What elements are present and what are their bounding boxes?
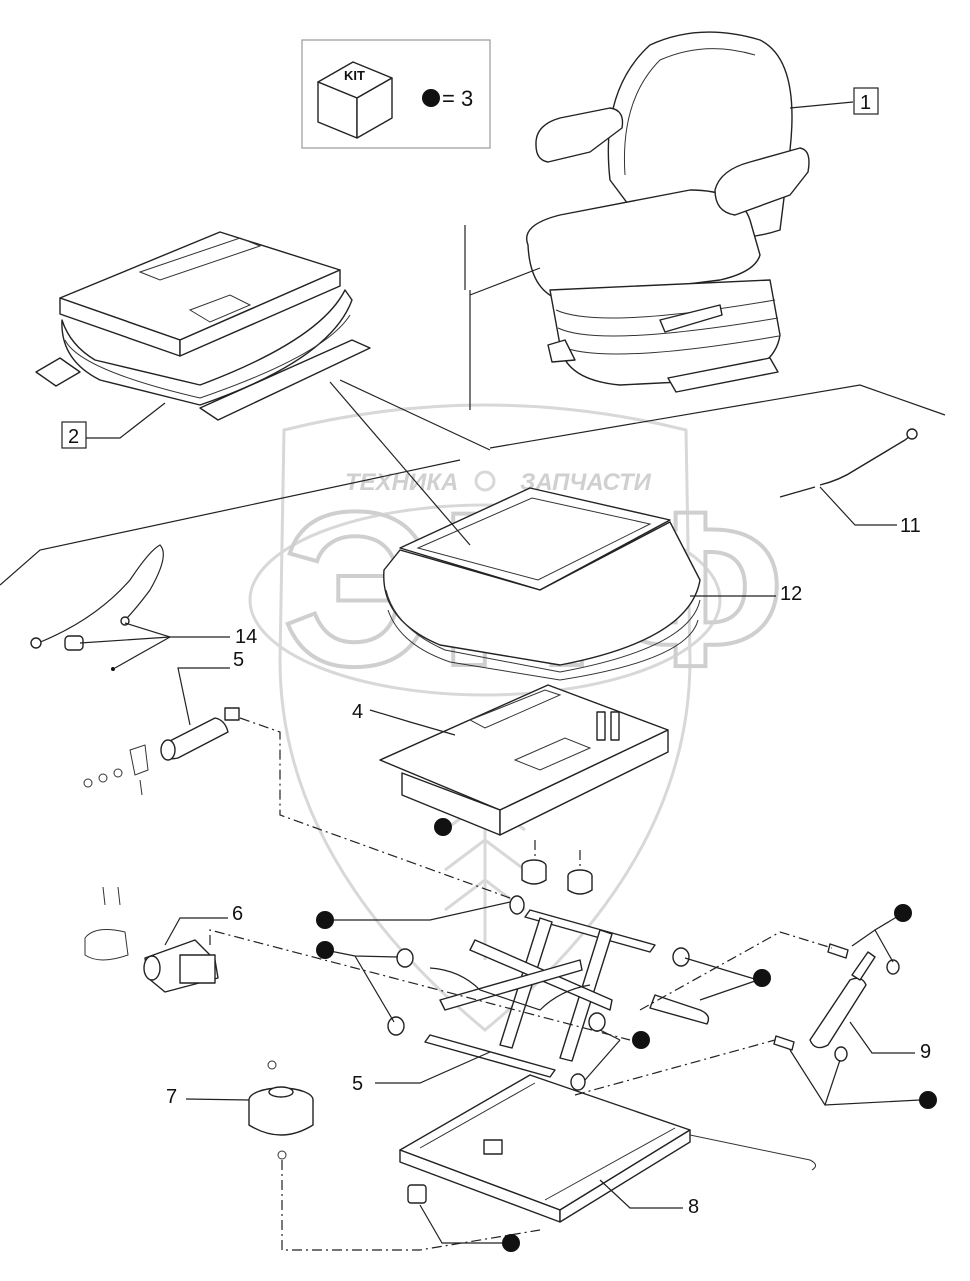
part-wire-harness: [30, 544, 164, 671]
part-shock-absorber: [773, 943, 900, 1062]
watermark-left-text: ТЕХНИКА: [345, 469, 458, 496]
watermark-oval: [248, 503, 722, 697]
kit-dot-icon: [753, 969, 771, 987]
callout-4: 4: [352, 701, 363, 723]
part-seat-assembly: [526, 31, 810, 393]
scissor-bottom-bar: [424, 1034, 556, 1078]
part-mounting-plate: [379, 684, 669, 895]
seat-armrest-right: [714, 147, 810, 216]
watermark-gear-icon: [474, 470, 496, 492]
part-air-spring: [248, 1060, 314, 1160]
part-suspension-unit: [35, 231, 371, 421]
bellows-frame-body: [383, 521, 701, 666]
kit-equation: = 3: [442, 86, 473, 111]
part-compressor-motor: [84, 886, 219, 993]
kit-legend: KIT = 3: [301, 39, 491, 149]
seat-base-rail: [667, 357, 779, 393]
callout-1-box: [853, 87, 879, 115]
kit-dot-icon: [434, 818, 452, 836]
kit-label: KIT: [344, 68, 365, 83]
suspension-bellows: [61, 289, 353, 406]
callout-5-lower: 5: [352, 1073, 363, 1095]
callout-9: 9: [920, 1041, 931, 1063]
part-cable: [779, 428, 918, 498]
base-plate-top: [399, 1074, 691, 1211]
kit-dot-icon: [422, 89, 440, 107]
part-base-plate: [399, 1074, 816, 1223]
kit-dot-icon: [502, 1234, 520, 1252]
kit-markers: [316, 818, 937, 1252]
seat-cushion: [526, 189, 761, 301]
kit-dot-icon: [316, 911, 334, 929]
kit-dot-icon: [919, 1091, 937, 1109]
seat-armrest-left: [535, 107, 624, 163]
callout-2: 2: [68, 426, 79, 448]
part-bellows-frame: [383, 487, 701, 681]
callout-11: 11: [900, 515, 921, 537]
watermark-shield: [278, 403, 692, 1032]
callout-7: 7: [166, 1086, 177, 1108]
callout-1: 1: [860, 92, 871, 114]
kit-cube-icon: KIT: [317, 61, 393, 139]
callout-labels: 1 2 11 12 14 5 4 6 9 5 7 8: [61, 87, 931, 1218]
callout-2-box: [61, 421, 87, 449]
part-actuator-upper: [83, 707, 240, 796]
callout-8: 8: [688, 1196, 699, 1218]
callout-5-upper: 5: [233, 649, 244, 671]
suspension-base-rail: [199, 339, 371, 421]
kit-dot-icon: [894, 904, 912, 922]
leader-lines: [0, 101, 946, 1251]
callout-6: 6: [232, 903, 243, 925]
seat-adjust-lever: [659, 304, 723, 333]
scissor-top-bar: [524, 909, 656, 953]
callout-12: 12: [780, 583, 802, 605]
kit-dot-icon: [316, 941, 334, 959]
kit-dot-icon: [632, 1031, 650, 1049]
callout-14: 14: [235, 626, 257, 648]
part-scissor-mechanism: [387, 895, 710, 1091]
